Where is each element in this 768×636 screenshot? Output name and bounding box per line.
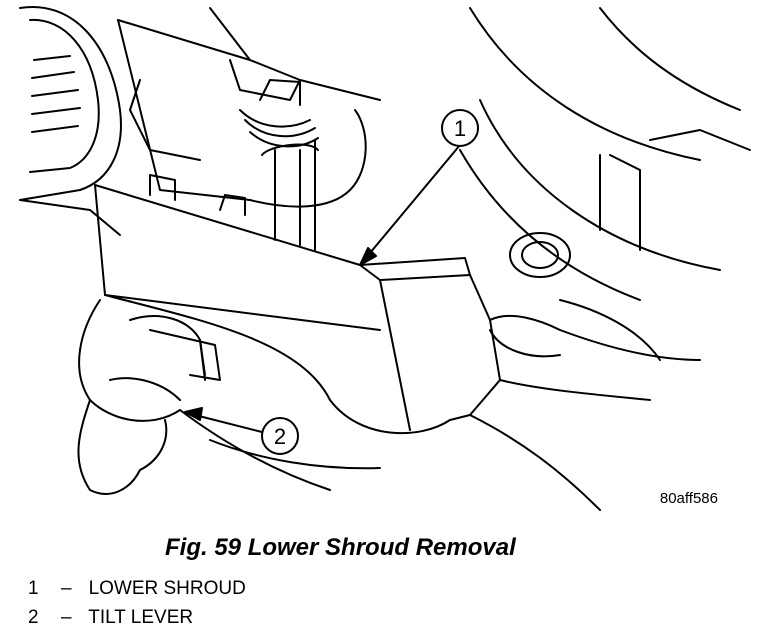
illustration: 1 2 80aff586 <box>19 6 751 511</box>
column-housing <box>117 7 381 208</box>
callout-1: 1 <box>359 109 479 266</box>
legend-number: 2 <box>28 607 39 628</box>
legend: 1 – LOWER SHROUD 2 – TILT LEVER <box>28 574 246 632</box>
steering-wheel <box>459 7 751 301</box>
hand-right <box>469 314 701 511</box>
dash-vent <box>19 6 122 236</box>
legend-item: 1 – LOWER SHROUD <box>28 574 246 603</box>
legend-dash: – <box>60 607 72 628</box>
callout-2-label: 2 <box>274 424 286 449</box>
legend-dash: – <box>60 578 72 599</box>
figure-caption: Fig. 59 Lower Shroud Removal <box>165 534 516 561</box>
legend-number: 1 <box>28 578 39 599</box>
hand-left <box>77 299 381 495</box>
lower-shroud <box>94 174 501 435</box>
callout-1-label: 1 <box>454 116 466 141</box>
legend-label: TILT LEVER <box>88 607 194 628</box>
image-code: 80aff586 <box>660 490 718 507</box>
legend-item: 2 – TILT LEVER <box>28 603 246 632</box>
tilt-lever <box>149 329 221 381</box>
wiring-harness <box>239 79 319 251</box>
ignition-bezel <box>509 232 661 361</box>
legend-label: LOWER SHROUD <box>88 578 246 599</box>
callout-2: 2 <box>184 407 299 455</box>
